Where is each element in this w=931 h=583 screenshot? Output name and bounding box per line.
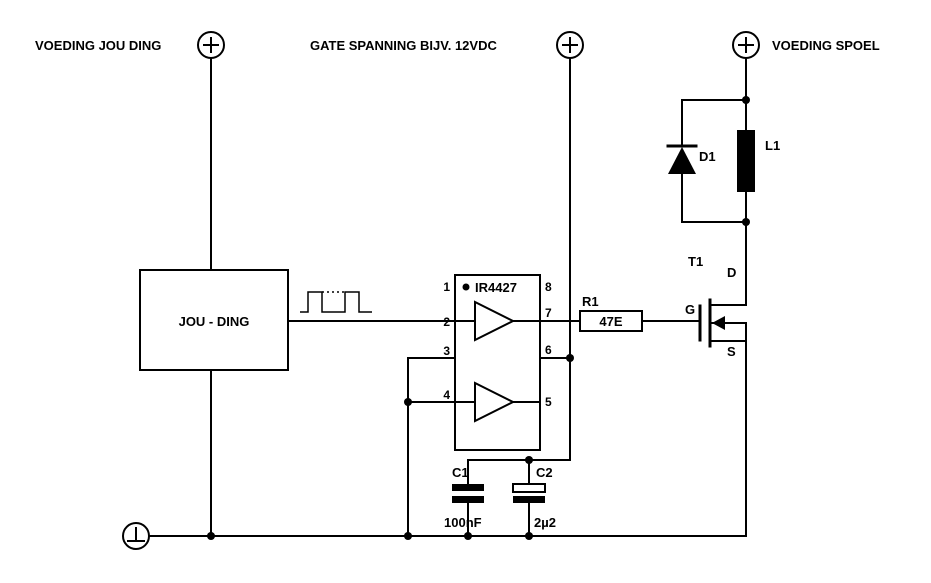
- cap1-ref: C1: [452, 465, 469, 480]
- power-supply-left: VOEDING JOU DING: [35, 31, 225, 59]
- power-supply-coil: VOEDING SPOEL: [732, 31, 880, 59]
- junction-dot: [525, 532, 533, 540]
- diode-d1: D1: [666, 144, 716, 174]
- junction-dots: [207, 96, 750, 540]
- plus-terminal-icon: [197, 31, 225, 59]
- cap1-value: 100nF: [444, 515, 482, 530]
- mosfet-ref: T1: [688, 254, 703, 269]
- pulse-trace: [300, 291, 372, 313]
- capacitor-c2: C2 2µ2: [512, 465, 556, 530]
- ic-ir4427: IR4427 1 2 3 4 8 7 6 5: [443, 274, 552, 451]
- cap1-plate-bottom: [452, 496, 484, 503]
- cap2-plate-top: [512, 483, 546, 493]
- buffer-triangle-icon: [474, 381, 516, 423]
- plus-terminal-icon: [732, 31, 760, 59]
- block-outline: [139, 269, 289, 371]
- earth-icon: [122, 522, 150, 550]
- junction-dot: [525, 456, 533, 464]
- block-label: JOU - DING: [179, 314, 250, 329]
- ic-pin-7: 7: [545, 306, 552, 320]
- ic-pin-2: 2: [443, 315, 450, 329]
- ic-pin-1: 1: [443, 280, 450, 294]
- resistor-r1: R1 47E: [579, 294, 643, 332]
- plus-terminal-icon: [556, 31, 584, 59]
- resistor-ref: R1: [582, 294, 599, 309]
- resistor-body: [579, 310, 643, 332]
- ic-name: IR4427: [475, 280, 517, 295]
- ic-pin-5: 5: [545, 395, 552, 409]
- junction-dot: [742, 96, 750, 104]
- ic-pin-3: 3: [443, 344, 450, 358]
- supply-coil-label: VOEDING SPOEL: [772, 38, 880, 53]
- cap2-value: 2µ2: [534, 515, 556, 530]
- ground-symbol: [122, 522, 150, 550]
- junction-dot: [404, 532, 412, 540]
- cap2-plate-bottom: [513, 496, 545, 503]
- junction-dot: [404, 398, 412, 406]
- inductor-ref: L1: [765, 138, 780, 153]
- inductor-body: [737, 130, 755, 192]
- pulse-waveform-icon: [300, 291, 372, 313]
- supply-left-label: VOEDING JOU DING: [35, 38, 161, 53]
- resistor-value: 47E: [599, 314, 622, 329]
- pin1-marker-icon: [462, 283, 470, 291]
- mosfet-gate-label: G: [685, 302, 695, 317]
- cap1-plate-top: [452, 484, 484, 491]
- ic-pin-4: 4: [443, 388, 450, 402]
- wires: [148, 57, 747, 537]
- capacitor-c1: C1 100nF: [444, 465, 484, 530]
- junction-dot: [742, 218, 750, 226]
- mosfet-source-label: S: [727, 344, 736, 359]
- mosfet-drain-label: D: [727, 265, 736, 280]
- supply-gate-label: GATE SPANNING BIJV. 12VDC: [310, 38, 497, 53]
- ic-pin-8: 8: [545, 280, 552, 294]
- junction-dot: [207, 532, 215, 540]
- diode-triangle-icon: [668, 147, 696, 174]
- mosfet-t1: T1 D G S: [685, 254, 747, 359]
- block-jou-ding: JOU - DING: [139, 269, 289, 371]
- inductor-l1: L1: [737, 130, 780, 192]
- power-supply-gate: GATE SPANNING BIJV. 12VDC: [310, 31, 584, 59]
- cap2-ref: C2: [536, 465, 553, 480]
- buffer-triangle-icon: [474, 300, 516, 342]
- ic-outline: [454, 274, 541, 451]
- ic-pin-6: 6: [545, 343, 552, 357]
- junction-dot: [566, 354, 574, 362]
- mosfet-arrow-icon: [712, 316, 725, 330]
- diode-ref: D1: [699, 149, 716, 164]
- junction-dot: [464, 532, 472, 540]
